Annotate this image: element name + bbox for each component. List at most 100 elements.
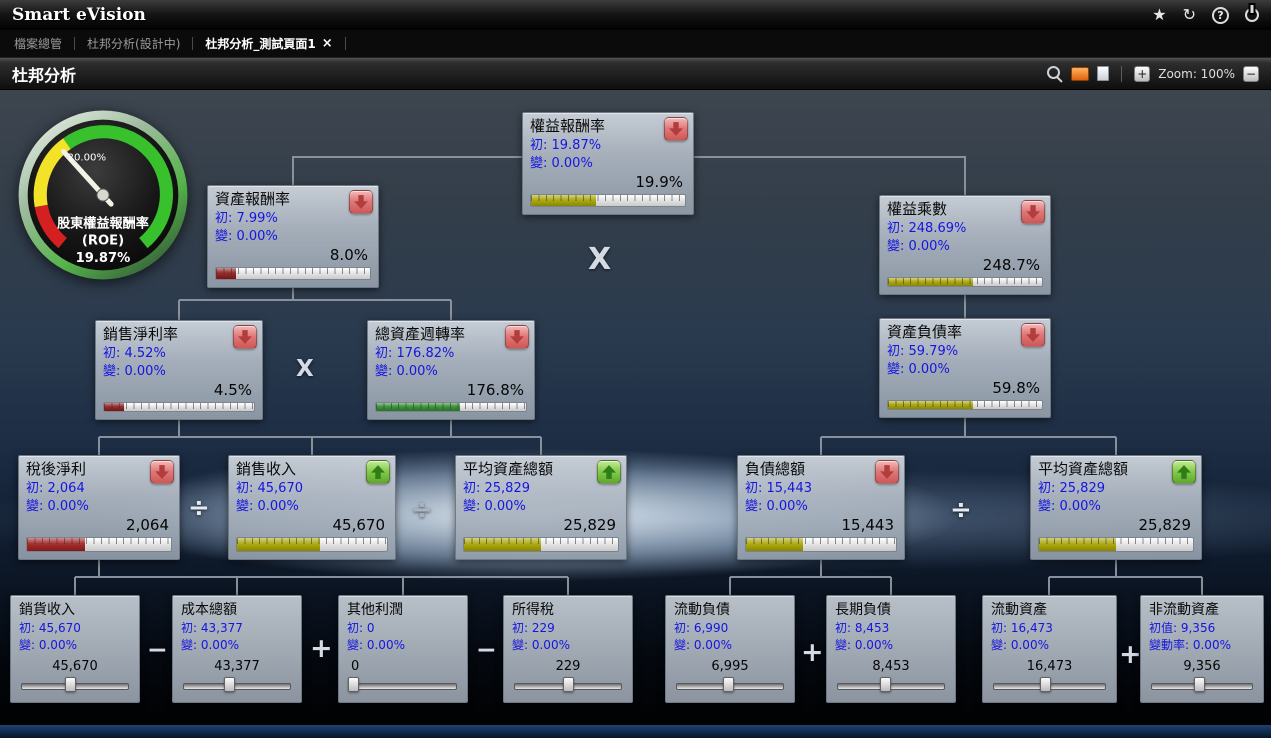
leaf-card-total-cost[interactable]: 成本總額 初: 43,377 變: 0.00% 43,377 [172,595,302,703]
metric-bar[interactable] [745,537,897,552]
leaf-card-other-profit[interactable]: 其他利潤 初: 0 變: 0.00% 0 [338,595,468,703]
slider-handle[interactable] [1193,677,1205,692]
metric-card-avg-total-assets-2[interactable]: 平均資產總額 初: 25,829 變: 0.00% 25,829 [1030,455,1202,560]
trend-arrow-icon[interactable] [349,190,373,214]
help-icon[interactable]: ? [1212,6,1229,24]
trend-arrow-icon[interactable] [150,460,174,484]
slider[interactable] [1151,675,1253,694]
metric-card-avg-total-assets[interactable]: 平均資產總額 初: 25,829 變: 0.00% 25,829 [455,455,627,560]
slider[interactable] [676,675,784,694]
metric-bar[interactable] [887,277,1043,287]
app-title: Smart eVision [12,5,146,25]
metric-value: 25,829 [563,516,617,534]
arrow-glyph [354,195,368,209]
tab-dupont-design[interactable]: 杜邦分析(設計中) [87,35,180,52]
minus-operator: − [476,635,497,664]
trend-arrow-icon[interactable] [664,117,688,141]
ruler-ticks [237,538,387,544]
trend-arrow-icon[interactable] [597,460,621,484]
refresh-icon[interactable]: ↻ [1182,5,1196,24]
trend-arrow-icon[interactable] [1021,323,1045,347]
slider-handle[interactable] [563,677,574,692]
trend-arrow-icon[interactable] [1021,200,1045,224]
metric-card-debt-ratio[interactable]: 資產負債率 初: 59.79% 變: 0.00% 59.8% [879,318,1051,418]
metric-bar[interactable] [236,537,388,552]
slider-handle[interactable] [722,677,734,692]
leaf-value: 16,473 [1026,659,1073,674]
slider-handle[interactable] [879,677,891,692]
slider[interactable] [837,675,945,694]
slider[interactable] [21,675,129,694]
ruler-ticks [464,538,618,544]
arrow-glyph [602,465,616,479]
leaf-title: 成本總額 [181,602,237,618]
metric-card-asset-return[interactable]: 資產報酬率 初: 7.99% 變: 0.00% 8.0% [207,185,379,288]
trend-arrow-icon[interactable] [505,325,529,349]
metric-bar[interactable] [1038,537,1194,552]
slider-handle[interactable] [1039,677,1051,692]
tab-dupont-test-page[interactable]: 杜邦分析_測試頁面1 × [205,35,332,52]
metric-bar[interactable] [375,402,527,412]
leaf-card-long-term-liabilities[interactable]: 長期負債 初: 8,453 變: 0.00% 8,453 [826,595,956,703]
leaf-card-sales-revenue[interactable]: 銷貨收入 初: 45,670 變: 0.00% 45,670 [10,595,140,703]
metric-title: 資產報酬率 [215,190,291,208]
metric-bar[interactable] [530,194,686,207]
metric-initial: 初: 15,443 [745,481,812,496]
metric-value: 15,443 [841,516,895,534]
slider-track[interactable] [349,683,457,690]
metric-bar[interactable] [463,537,619,552]
zoom-in-button[interactable]: + [1134,65,1151,82]
metric-card-net-income[interactable]: 稅後淨利 初: 2,064 變: 0.00% 2,064 [18,455,180,560]
power-icon[interactable] [1245,8,1259,22]
tab-close-icon[interactable]: × [321,36,333,51]
metric-card-sales-revenue[interactable]: 銷售收入 初: 45,670 變: 0.00% 45,670 [228,455,396,560]
metric-card-total-liabilities[interactable]: 負債總額 初: 15,443 變: 0.00% 15,443 [737,455,905,560]
metric-card-net-profit-margin[interactable]: 銷售淨利率 初: 4.52% 變: 0.00% 4.5% [95,320,263,420]
metric-initial: 初: 25,829 [463,481,530,496]
metric-card-asset-turnover[interactable]: 總資產週轉率 初: 176.82% 變: 0.00% 176.8% [367,320,535,420]
trend-arrow-icon[interactable] [233,325,257,349]
leaf-change: 變: 0.00% [512,638,570,652]
metric-card-equity-multiplier[interactable]: 權益乘數 初: 248.69% 變: 0.00% 248.7% [879,195,1051,295]
metric-bar[interactable] [215,267,371,280]
trend-arrow-icon[interactable] [1172,460,1196,484]
tab-label: 檔案總管 [14,37,63,51]
leaf-value: 0 [351,659,360,674]
slider[interactable] [514,675,622,694]
leaf-card-current-assets[interactable]: 流動資產 初: 16,473 變: 0.00% 16,473 [982,595,1117,703]
slider-track[interactable] [837,683,945,690]
zoom-out-button[interactable]: − [1243,65,1259,82]
arrow-glyph [1026,205,1040,219]
metric-card-equity-return[interactable]: 權益報酬率 初: 19.87% 變: 0.00% 19.9% [522,112,694,215]
tab-separator [74,37,76,50]
trend-arrow-icon[interactable] [366,460,390,484]
slider-track[interactable] [183,683,291,690]
leaf-card-current-liabilities[interactable]: 流動負債 初: 6,990 變: 0.00% 6,995 [665,595,795,703]
slider-handle[interactable] [64,677,76,692]
leaf-title: 流動負債 [674,602,730,618]
metric-bar[interactable] [887,400,1043,410]
tab-file-explorer[interactable]: 檔案總管 [14,35,62,52]
zoom-search-icon[interactable] [1046,65,1063,82]
leaf-card-income-tax[interactable]: 所得稅 初: 229 變: 0.00% 229 [503,595,633,703]
document-icon[interactable] [1097,66,1110,81]
slider-handle[interactable] [224,677,236,692]
metric-initial: 初: 2,064 [26,481,85,496]
slider[interactable] [183,675,291,694]
favorite-star-icon[interactable]: ★ [1152,5,1167,24]
trend-arrow-icon[interactable] [875,460,899,484]
slider[interactable] [348,675,457,694]
metric-value: 45,670 [332,516,386,534]
metric-initial: 初: 59.79% [887,344,959,359]
roe-gauge[interactable]: 20.00% 股東權益報酬率 (ROE) 19.87% [14,106,192,284]
presentation-icon[interactable] [1071,66,1090,81]
leaf-card-non-current-assets[interactable]: 非流動資產 初值: 9,356 變動率: 0.00% 9,356 [1140,595,1264,703]
slider-handle[interactable] [348,677,360,692]
plus-operator: + [310,633,333,664]
metric-bar[interactable] [103,402,255,412]
metric-initial: 初: 45,670 [236,481,303,496]
slider[interactable] [993,675,1106,694]
leaf-title: 長期負債 [835,602,891,618]
metric-title: 負債總額 [745,460,806,478]
metric-bar[interactable] [26,537,172,552]
